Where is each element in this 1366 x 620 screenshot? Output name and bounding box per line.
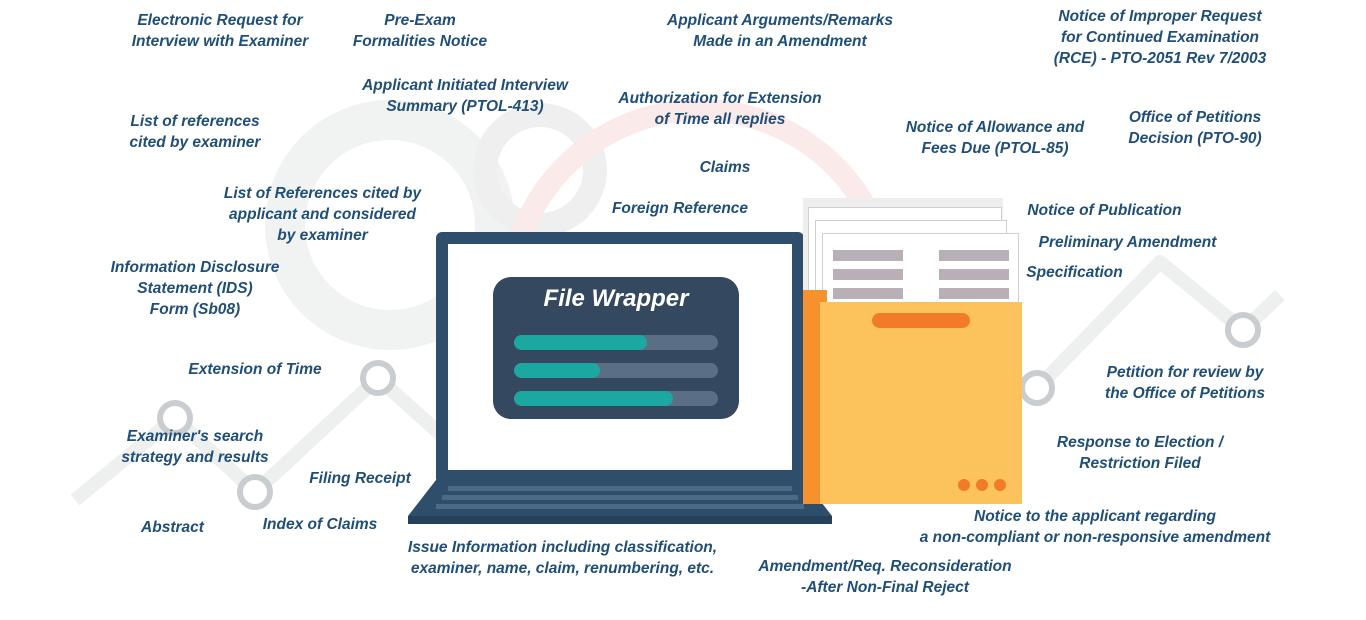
- progress-fill: [514, 363, 600, 378]
- label-notice-noncompliant: Notice to the applicant regarding a non-…: [919, 508, 1271, 546]
- label-foreign-reference: Foreign Reference: [611, 200, 749, 217]
- label-extension-of-time: Extension of Time: [188, 361, 322, 378]
- file-wrapper-title: File Wrapper: [543, 285, 689, 312]
- label-preliminary-amendment: Preliminary Amendment: [1038, 234, 1217, 251]
- label-notice-publication: Notice of Publication: [1027, 202, 1182, 219]
- label-claims: Claims: [699, 159, 751, 176]
- label-office-petitions-decision: Office of Petitions Decision (PTO-90): [1128, 109, 1262, 147]
- progress-bar: [514, 335, 718, 350]
- label-petition-review: Petition for review by the Office of Pet…: [1105, 364, 1265, 402]
- label-applicant-interview-summary: Applicant Initiated Interview Summary (P…: [362, 77, 568, 115]
- label-issue-information: Issue Information including classificati…: [407, 539, 718, 577]
- label-notice-improper-rce: Notice of Improper Request for Continued…: [1053, 8, 1267, 67]
- gear-shape: [265, 100, 515, 350]
- gear-shape: [473, 103, 607, 237]
- label-abstract: Abstract: [141, 519, 204, 536]
- label-electronic-request: Electronic Request for Interview with Ex…: [131, 12, 309, 50]
- label-amendment-reconsideration: Amendment/Req. Reconsideration -After No…: [758, 558, 1012, 596]
- label-index-claims: Index of Claims: [262, 516, 378, 533]
- progress-fill: [514, 335, 647, 350]
- label-applicant-arguments: Applicant Arguments/Remarks Made in an A…: [667, 12, 893, 50]
- label-examiner-search: Examiner's search strategy and results: [121, 428, 269, 466]
- timeline-node: [157, 400, 193, 436]
- timeline-node: [237, 474, 273, 510]
- label-pre-exam: Pre-Exam Formalities Notice: [352, 12, 488, 50]
- file-wrapper-card: File Wrapper: [493, 277, 739, 419]
- label-references-applicant: List of References cited by applicant an…: [223, 185, 422, 244]
- folder-dot: [994, 479, 1006, 491]
- label-authorization-extension: Authorization for Extension of Time all …: [618, 90, 822, 128]
- timeline-node: [360, 360, 396, 396]
- folder-dot: [958, 479, 970, 491]
- progress-bar: [514, 391, 718, 406]
- laptop-keyboard: [408, 480, 832, 524]
- folder-tab: [872, 313, 970, 328]
- label-filing-receipt: Filing Receipt: [309, 470, 411, 487]
- progress-bar: [514, 363, 718, 378]
- progress-fill: [514, 391, 674, 406]
- label-specification: Specification: [1026, 264, 1123, 281]
- label-response-election: Response to Election / Restriction Filed: [1056, 434, 1224, 472]
- label-ids-form: Information Disclosure Statement (IDS) F…: [110, 259, 280, 318]
- label-references-examiner: List of references cited by examiner: [129, 113, 261, 151]
- document-lines: [833, 250, 1009, 299]
- timeline-node: [1225, 312, 1261, 348]
- folder-front: [820, 302, 1022, 504]
- label-notice-allowance: Notice of Allowance and Fees Due (PTOL-8…: [905, 119, 1085, 157]
- timeline-node: [1019, 370, 1055, 406]
- folder-dot: [976, 479, 988, 491]
